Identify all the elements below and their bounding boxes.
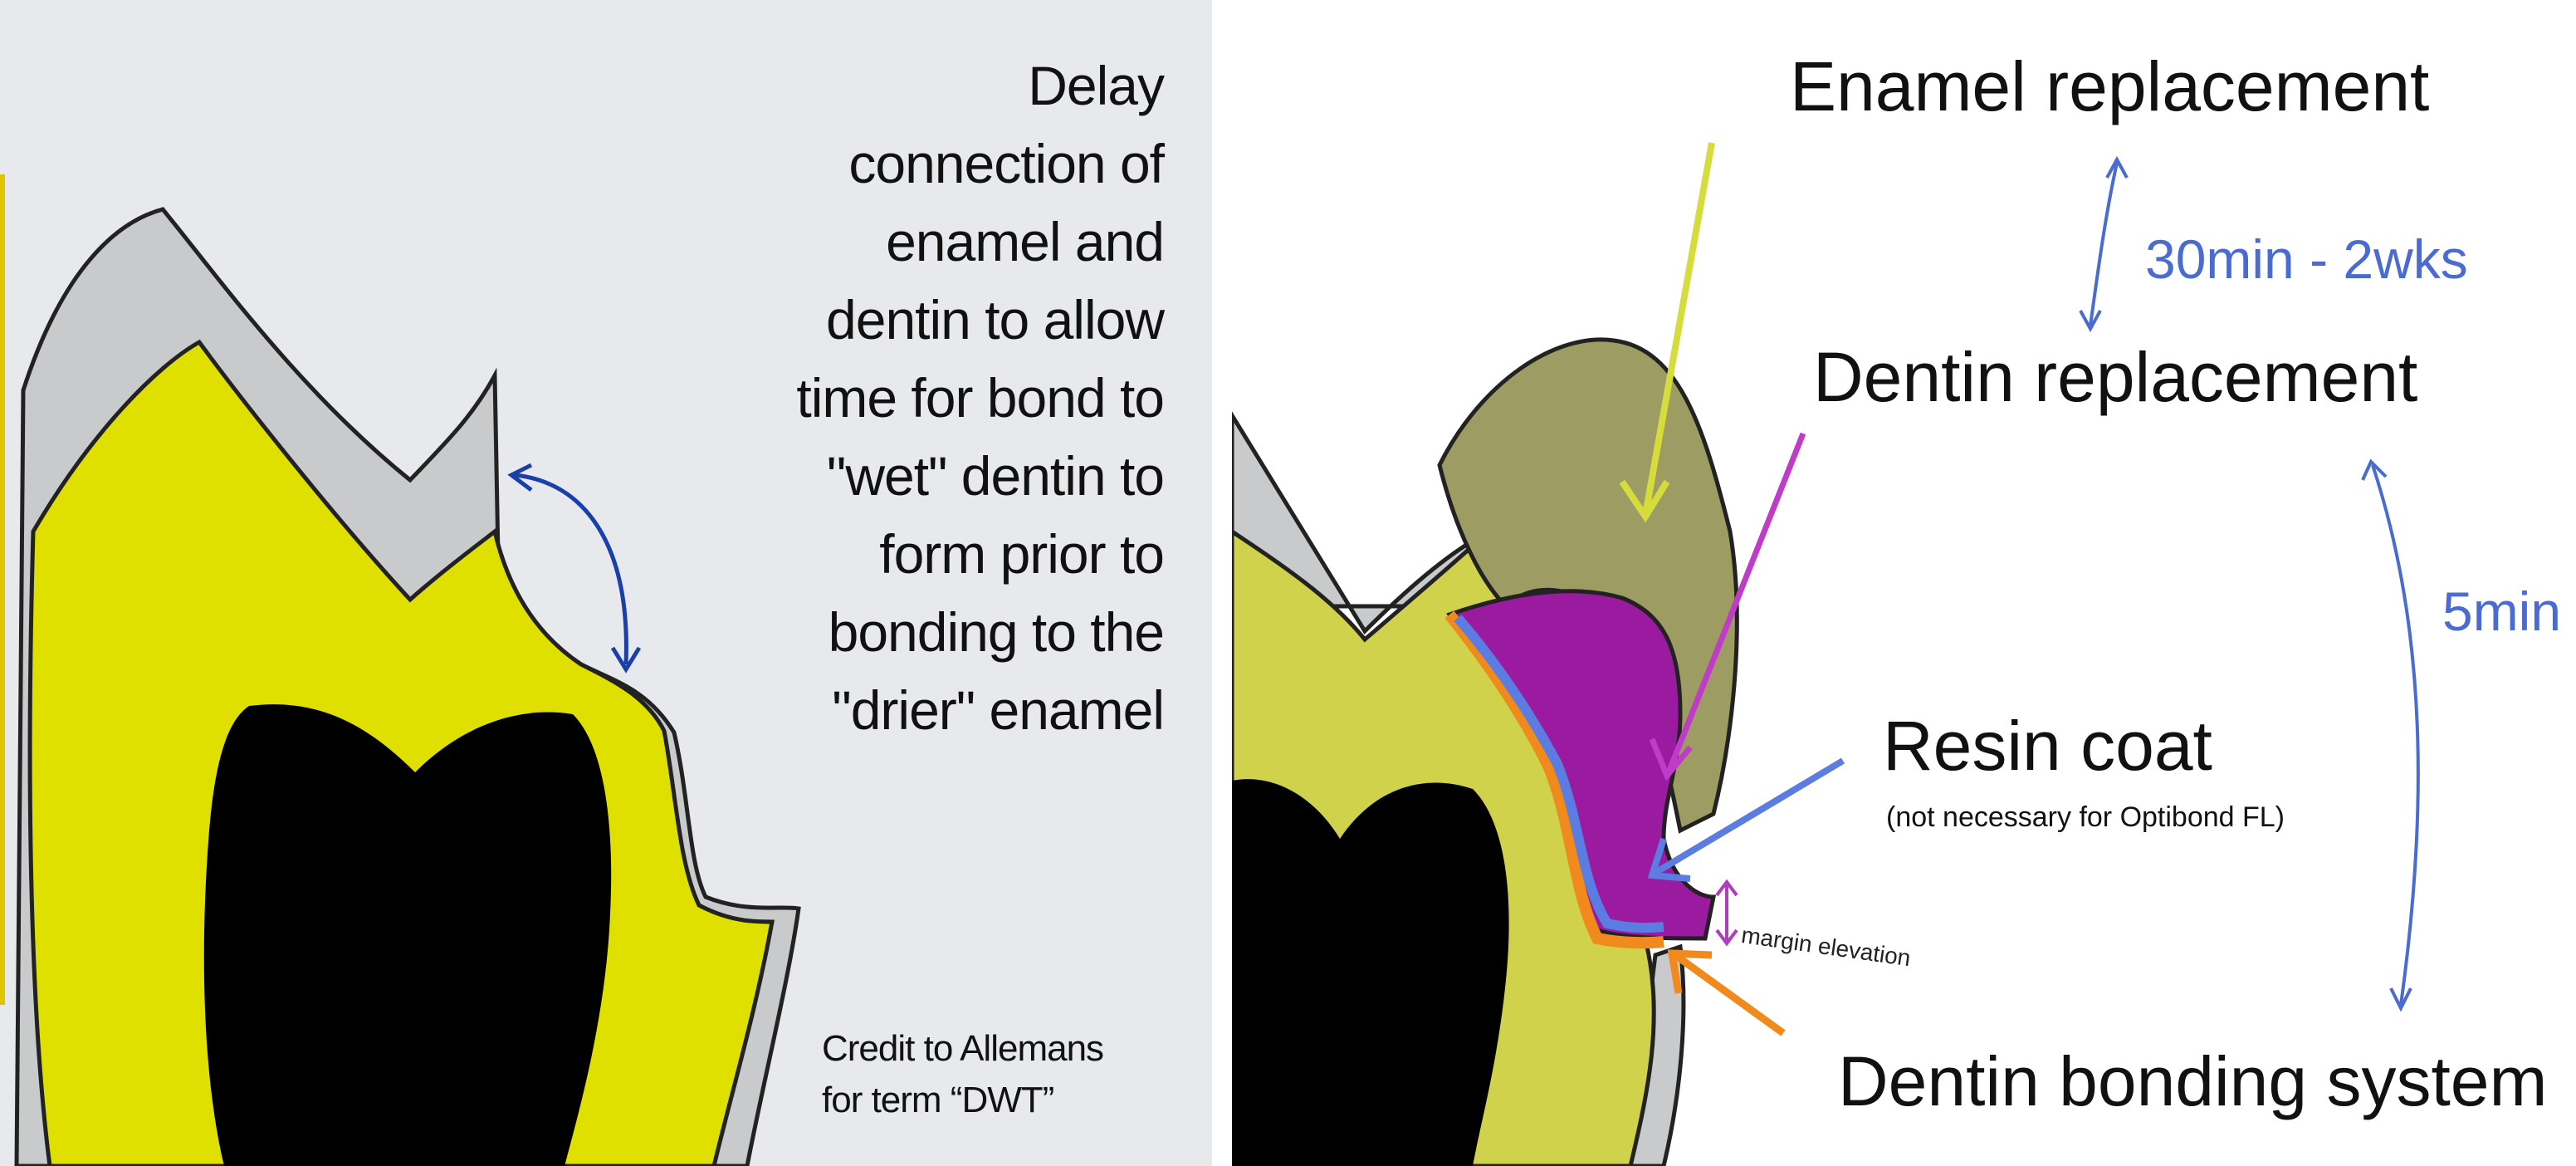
statement-line: dentin to allow xyxy=(796,281,1164,359)
right-panel: Enamel replacement 30min - 2wks Dentin r… xyxy=(1232,0,2576,1166)
left-edge-marker xyxy=(0,174,5,1005)
tooth-diagram-right xyxy=(1232,0,2576,1166)
credit-line: for term “DWT” xyxy=(822,1075,1103,1126)
pulp-chamber xyxy=(204,704,611,1166)
statement-line: form prior to xyxy=(796,515,1164,593)
credit-note: Credit to Allemans for term “DWT” xyxy=(822,1023,1103,1126)
statement-line: time for bond to xyxy=(796,359,1164,437)
bonding-system-arrow xyxy=(1675,955,1783,1033)
left-panel: Delay connection of enamel and dentin to… xyxy=(0,0,1212,1166)
dentin-replacement-label: Dentin replacement xyxy=(1813,337,2417,417)
statement-line: enamel and xyxy=(796,203,1164,281)
statement-line: bonding to the xyxy=(796,593,1164,671)
credit-line: Credit to Allemans xyxy=(822,1023,1103,1075)
statement-line: Delay xyxy=(796,47,1164,125)
statement-line: "wet" dentin to xyxy=(796,437,1164,515)
statement-line: "drier" enamel xyxy=(796,671,1164,749)
arrowhead xyxy=(2363,462,2411,1008)
interval-arrow-5min xyxy=(2373,465,2418,1005)
enamel-replacement-label: Enamel replacement xyxy=(1790,47,2429,126)
resin-coat-note: (not necessary for Optibond FL) xyxy=(1886,801,2285,834)
interval-5min-label: 5min xyxy=(2442,580,2561,643)
interval-30min-label: 30min - 2wks xyxy=(2145,228,2468,291)
statement-line: connection of xyxy=(796,125,1164,203)
interval-arrow-30min xyxy=(2090,163,2117,326)
dentin-bonding-system-label: Dentin bonding system xyxy=(1838,1041,2547,1121)
pulp-chamber xyxy=(1232,779,1509,1166)
delay-statement: Delay connection of enamel and dentin to… xyxy=(796,47,1164,749)
resin-coat-label: Resin coat xyxy=(1883,706,2212,786)
